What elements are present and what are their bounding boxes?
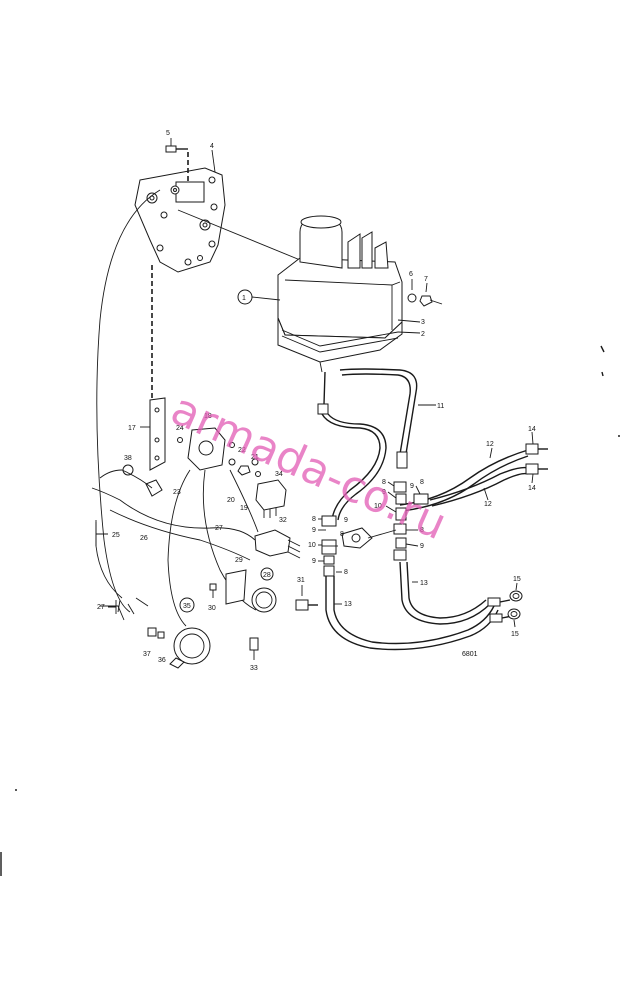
o-ring-upper (509, 590, 523, 602)
end-fitting-upper (525, 443, 548, 455)
callout-18: 18 (204, 413, 212, 420)
callout-8c: 8 (382, 479, 386, 486)
callout-21: 21 (251, 454, 259, 461)
callout-19: 19 (240, 505, 248, 512)
end-fitting-lower (525, 463, 548, 475)
end-fitting-lower-a (487, 597, 511, 607)
callout-5: 5 (166, 130, 170, 137)
callout-8d: 8 (420, 479, 424, 486)
callout-25: 25 (112, 532, 120, 539)
callout-34: 34 (275, 471, 283, 478)
callout-38: 38 (124, 455, 132, 462)
callout-29: 29 (235, 557, 243, 564)
callout-4: 4 (210, 143, 214, 150)
callout-26: 26 (140, 535, 148, 542)
tee-fitting-right (393, 481, 429, 561)
callout-8b: 8 (344, 569, 348, 576)
callout-35: 35 (183, 603, 191, 610)
callout-15b: 15 (511, 631, 519, 638)
callout-9e: 9 (344, 517, 348, 524)
callout-20: 20 (227, 497, 235, 504)
callout-9a: 9 (312, 527, 316, 534)
screw-30 (209, 583, 217, 598)
callout-11: 11 (437, 403, 444, 410)
round-gauge-small (251, 587, 277, 613)
callout-33: 33 (250, 665, 258, 672)
o-ring-lower (507, 608, 521, 620)
nut-washer-stack (228, 458, 261, 477)
callout-10a: 10 (308, 542, 316, 549)
valve-body (341, 527, 373, 549)
callout-12b: 12 (484, 501, 492, 508)
callout-22: 22 (238, 447, 246, 454)
bolt (165, 145, 188, 153)
callout-23: 23 (173, 489, 181, 496)
junction-block (254, 529, 301, 559)
gauge-large (169, 627, 211, 669)
lamp-socket (147, 627, 165, 639)
callout-9d: 9 (410, 483, 414, 490)
pump-unit (277, 215, 403, 373)
callout-8a: 8 (312, 516, 316, 523)
callout-37: 37 (143, 651, 151, 658)
callout-10b: 10 (374, 503, 382, 510)
callout-24: 24 (176, 425, 184, 432)
callout-13a: 13 (420, 580, 428, 587)
callout-9b: 9 (312, 558, 316, 565)
callout-31: 31 (297, 577, 305, 584)
fitting-washer (407, 279, 417, 303)
callout-36: 36 (158, 657, 166, 664)
callout-2: 2 (421, 331, 425, 338)
solenoid-switch (187, 427, 235, 471)
warning-lamp (122, 464, 163, 497)
callout-9c: 9 (382, 489, 386, 496)
callout-15a: 15 (513, 576, 521, 583)
mounting-bracket (149, 397, 166, 471)
callout-8f: 8 (340, 531, 344, 538)
sensor-plug (249, 637, 259, 660)
small-screw (177, 437, 183, 443)
callout-6: 6 (409, 271, 413, 278)
pressure-switch (295, 585, 318, 611)
callout-12a: 12 (486, 441, 494, 448)
drawing-reference: 6801 (462, 651, 478, 658)
callout-14b: 14 (528, 485, 536, 492)
callout-3: 3 (421, 319, 425, 326)
callout-27b: 27 (97, 604, 105, 611)
callout-27a: 27 (215, 525, 223, 532)
callout-28: 28 (263, 572, 271, 579)
callout-1: 1 (242, 295, 246, 302)
fitting-nut (419, 282, 443, 307)
callout-17: 17 (128, 425, 136, 432)
callout-14a: 14 (528, 426, 536, 433)
tee-fitting-left (321, 515, 337, 577)
bracket-plate (134, 167, 226, 273)
callout-8e: 8 (420, 527, 424, 534)
callout-7: 7 (424, 276, 428, 283)
callout-30: 30 (208, 605, 216, 612)
gauge-bracket (225, 569, 247, 605)
callout-32: 32 (279, 517, 287, 524)
relay (255, 479, 287, 518)
callout-9f: 9 (420, 543, 424, 550)
callout-13b: 13 (344, 601, 352, 608)
